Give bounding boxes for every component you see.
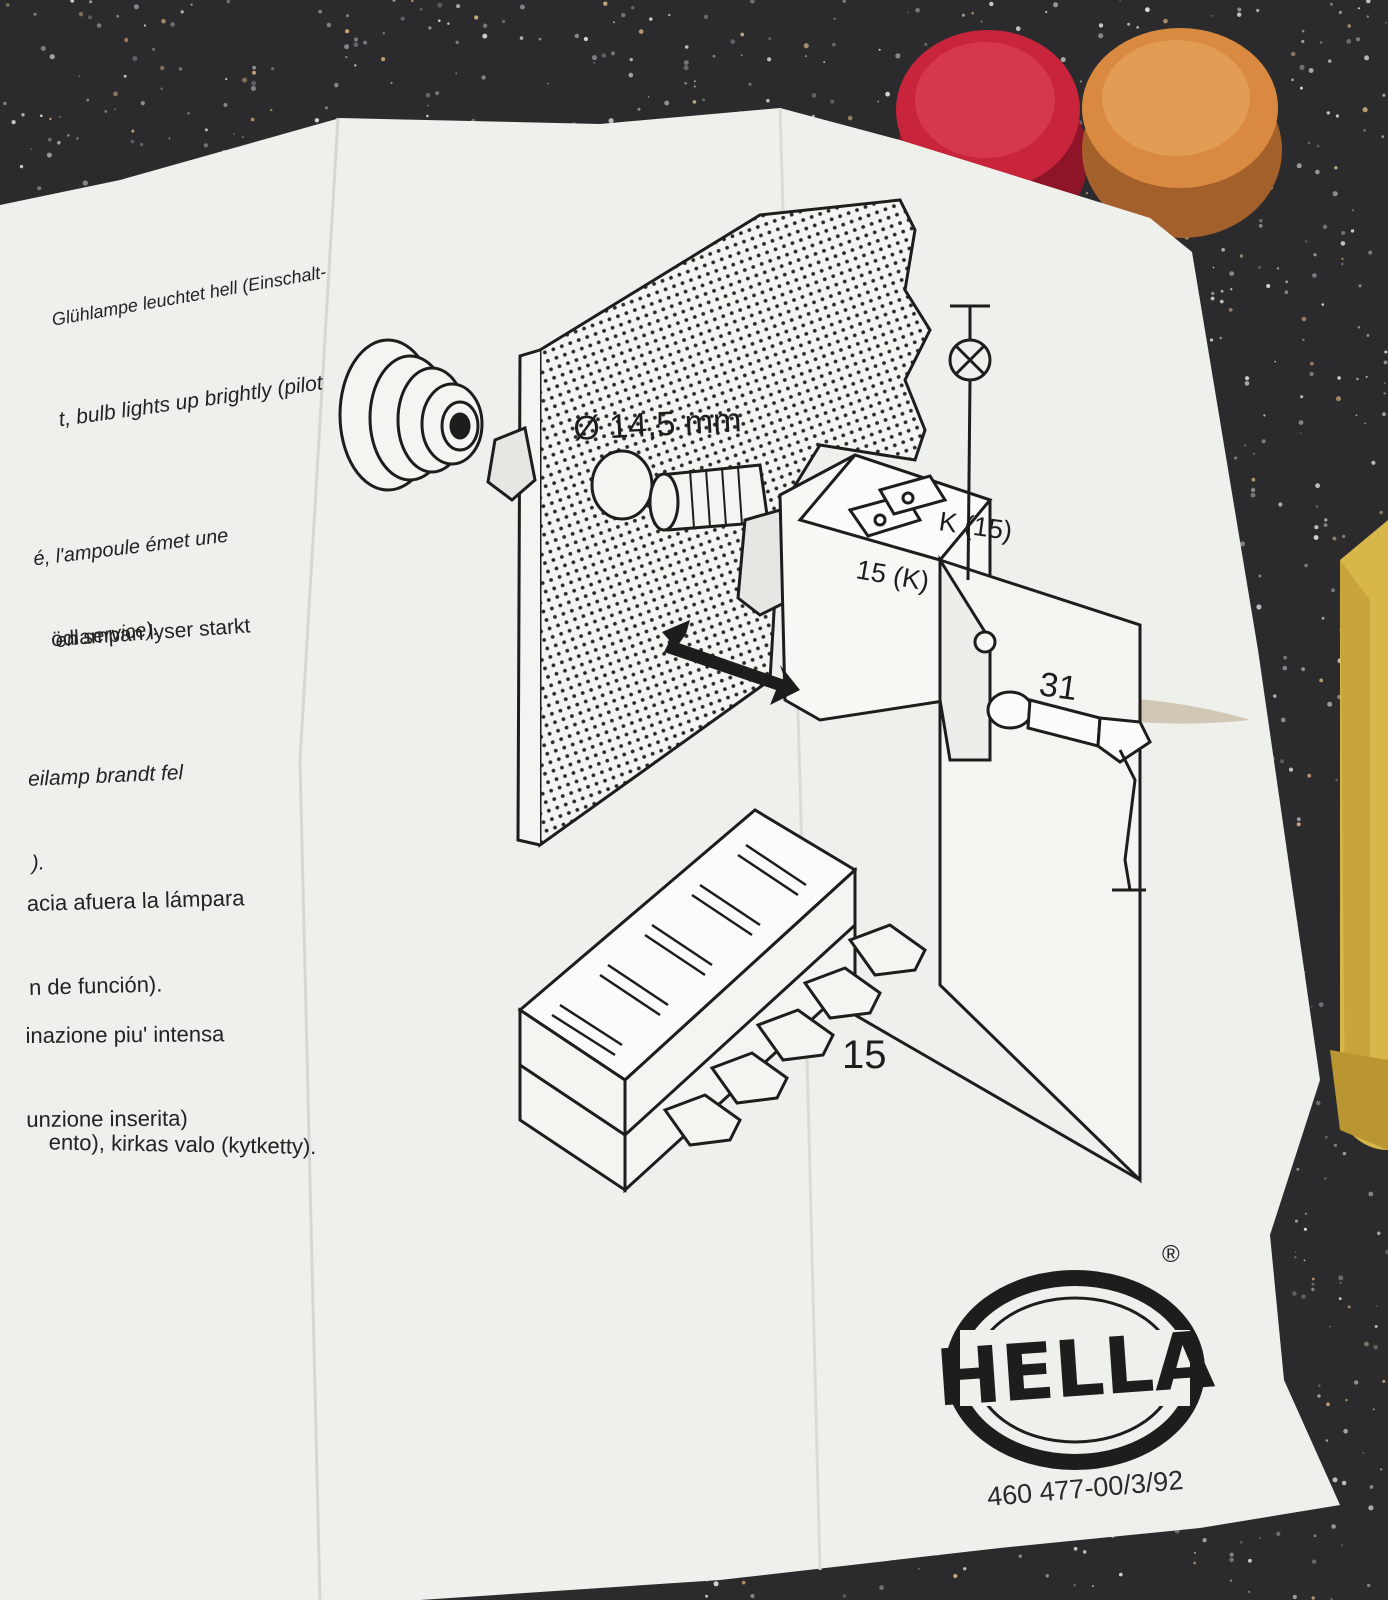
instruction-fr-line-1: é, l'ampoule émet une: [32, 524, 230, 571]
instruction-fi-line-1: ento), kirkas valo (kytketty).: [48, 1129, 317, 1160]
instruction-nl-line-1: eilamp brandt fel: [27, 761, 184, 791]
instruction-de-line-1: Glühlampe leuchtet hell (Einschalt-: [50, 261, 328, 330]
terminal-31-label: 31: [1037, 665, 1080, 708]
instruction-es-line-1: acia afuera la lámpara: [26, 885, 245, 916]
panel-nut: [736, 508, 792, 617]
instruction-sv-line-1: ödlampan lyser starkt: [50, 614, 252, 652]
instruction-en-line-1: t, bulb lights up brightly (pilot: [57, 371, 325, 432]
hella-logo: HELLA ®: [933, 1241, 1217, 1470]
hex-nut: [486, 425, 537, 502]
rubber-boot: [338, 338, 484, 492]
indicator-bulb: [986, 690, 1152, 892]
fold-line: [298, 117, 340, 1600]
instruction-fi: ento), kirkas valo (kytketty).: [24, 1100, 318, 1189]
yellow-packaging-roll: [1330, 520, 1388, 1150]
logo-brand-text: HELLA: [933, 1315, 1217, 1424]
lamp-symbol: [948, 304, 992, 581]
connector-pin-label: 15: [842, 1033, 887, 1077]
wiring-connector: [517, 808, 927, 1194]
instruction-sv: ödlampan lyser starkt: [25, 584, 253, 683]
paper-sheet: [0, 108, 1340, 1600]
switch-terminals: [847, 474, 948, 538]
diameter-label: Ø 14,5 mm: [572, 401, 742, 448]
double-arrow: [662, 620, 800, 705]
orange-lens-cap: [1082, 28, 1282, 238]
panel-hole: [590, 449, 654, 521]
instruction-it-line-1: inazione piu' intensa: [25, 1021, 225, 1048]
wire-line: [854, 1013, 1141, 1182]
registered-mark: ®: [1162, 1241, 1180, 1268]
